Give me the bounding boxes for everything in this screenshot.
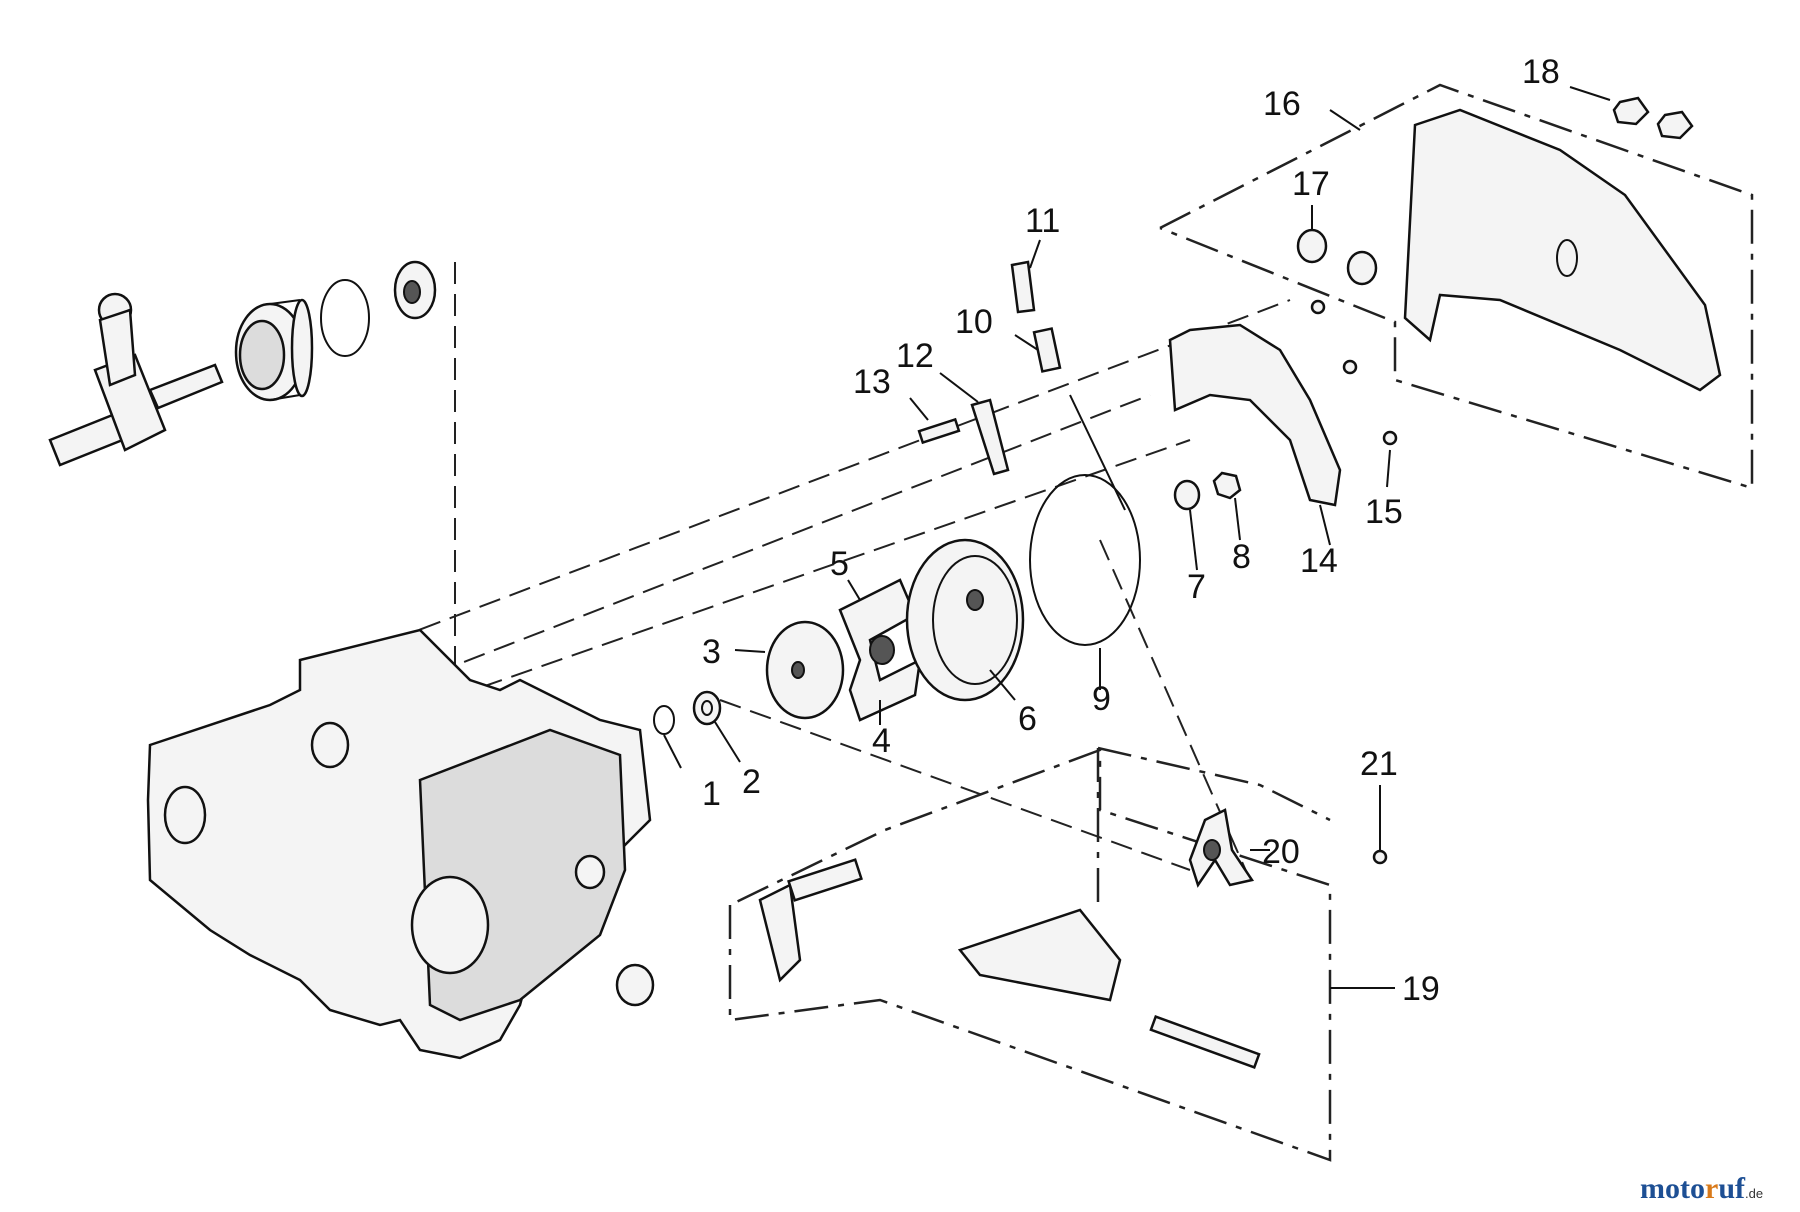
crankshaft — [48, 292, 224, 467]
part-2-washer — [692, 690, 722, 726]
callout-17: 17 — [1292, 165, 1330, 203]
callout-3: 3 — [702, 633, 721, 671]
callout-13: 13 — [853, 363, 891, 401]
part-1-circlip — [653, 705, 675, 735]
part-15-screws — [1310, 299, 1398, 446]
motoruf-watermark-logo: motoruf.de — [1640, 1172, 1763, 1205]
group-outline-20 — [1096, 746, 1331, 905]
oil-seal — [393, 260, 437, 320]
group-outline-16 — [1159, 83, 1754, 490]
callout-12: 12 — [896, 337, 934, 375]
part-19-tensioner — [758, 858, 1261, 1069]
callout-5: 5 — [830, 545, 849, 583]
callout-15: 15 — [1365, 493, 1403, 531]
watermark-suffix: .de — [1745, 1186, 1763, 1201]
main-bearing — [234, 298, 314, 402]
group-outline-19 — [728, 748, 1332, 1162]
callout-4: 4 — [872, 722, 891, 760]
callout-20: 20 — [1262, 833, 1300, 871]
callout-11: 11 — [1025, 202, 1060, 240]
part-20-wing-nut — [1188, 808, 1255, 888]
part-14-cover — [1168, 323, 1342, 507]
part-9-brake-band — [1029, 394, 1141, 646]
callout-16: 16 — [1263, 85, 1301, 123]
callout-2: 2 — [742, 763, 761, 801]
callout-8: 8 — [1232, 538, 1251, 576]
part-17-nuts — [1296, 228, 1378, 286]
callout-9: 9 — [1092, 680, 1111, 718]
callout-18: 18 — [1522, 53, 1560, 91]
callout-14: 14 — [1300, 542, 1338, 580]
crankcase — [146, 628, 655, 1060]
callout-21: 21 — [1360, 745, 1398, 783]
part-10-11-spring-pin — [1010, 260, 1062, 373]
callout-10: 10 — [955, 303, 993, 341]
svg-text:motoruf.de: motoruf.de — [1640, 1172, 1763, 1205]
part-6-clutch-drum — [905, 538, 1025, 702]
callout-6: 6 — [1018, 700, 1037, 738]
part-7-8-washer-nut — [1173, 471, 1242, 511]
callout-7: 7 — [1187, 568, 1206, 606]
callout-19: 19 — [1402, 970, 1440, 1008]
callout-labels: 1 2 3 4 5 6 7 8 9 10 11 12 13 14 15 16 1… — [702, 53, 1560, 1008]
part-3-disc — [765, 620, 845, 720]
o-ring — [320, 279, 370, 357]
part-21-screw — [1372, 849, 1388, 865]
part-12-13-lever — [917, 398, 1010, 476]
watermark-part2: r — [1705, 1172, 1718, 1205]
watermark-part1: moto — [1640, 1172, 1705, 1205]
callout-1: 1 — [702, 775, 721, 813]
watermark-part3: uf — [1718, 1172, 1746, 1205]
part-18-nuts — [1612, 96, 1694, 140]
part-16-sprocket-cover — [1403, 108, 1722, 392]
leader-lines — [663, 86, 1611, 989]
